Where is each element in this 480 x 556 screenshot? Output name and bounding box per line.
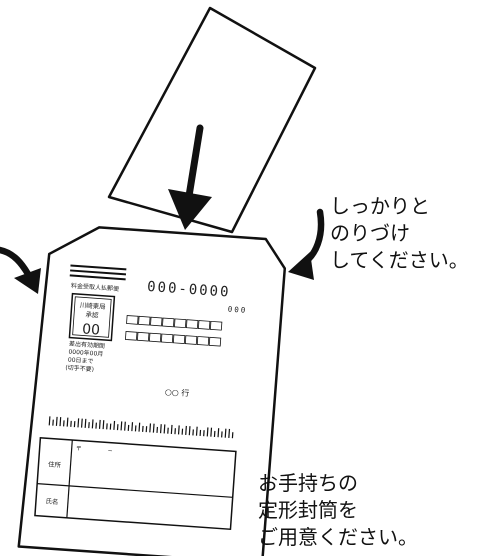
barcode-bar (113, 420, 116, 430)
barcode-bar (59, 417, 62, 427)
envelope-shape (107, 6, 317, 234)
sender-table-divider (37, 483, 233, 498)
sub-code: 000 (227, 305, 247, 315)
post-office: 川崎東局 (79, 300, 106, 311)
seal-arrow-right (288, 208, 325, 280)
address-box-row (126, 315, 223, 331)
barcode-bar (170, 424, 173, 434)
barcode-bar (228, 428, 231, 438)
barcode-bar (84, 418, 87, 428)
barcode-bar (138, 422, 141, 432)
barcode-bar (195, 426, 198, 436)
envelope-instruction-line: ご用意ください。 (258, 525, 418, 549)
envelope-instruction-line: 定形封筒を (258, 498, 358, 522)
barcode-bar (217, 428, 220, 438)
barcode-bar (66, 417, 69, 427)
barcode-bar (91, 419, 94, 429)
barcode-bar (124, 421, 126, 431)
zip-dash: − (107, 448, 113, 455)
approval-number: 00 (82, 321, 101, 338)
validity-line-1: 差出有効期間 (69, 340, 105, 350)
reply-card: 料金受取人払郵便 川崎東局 承認 00 差出有効期間 0000年00月 00日ま… (17, 226, 287, 556)
reply-card-outline (17, 226, 287, 556)
barcode-bar (163, 424, 166, 434)
address-label: 住所 (48, 459, 62, 469)
seal-instruction-line: してください。 (330, 248, 469, 272)
barcode-bar (149, 423, 152, 433)
envelope-instruction-line: お手持ちの (258, 471, 358, 495)
zip-mark: 〒 (75, 445, 81, 452)
postage-rule (70, 269, 127, 276)
barcode-bar (102, 420, 105, 430)
barcode-bar (131, 422, 134, 432)
name-label: 氏名 (45, 496, 59, 506)
sender-table-column (66, 439, 73, 518)
seal-instruction: しっかりと のりづけ してください。 (330, 193, 469, 274)
postal-code: 000-0000 (147, 279, 231, 301)
barcode-bar (48, 416, 51, 426)
seal-arrow-left (0, 246, 41, 294)
postage-rule (69, 274, 126, 281)
barcode-bar (177, 425, 180, 435)
barcode-bar (210, 427, 213, 437)
barcode-bar (98, 419, 101, 429)
recipient: ○○ 行 (165, 386, 190, 398)
customer-barcode (48, 416, 234, 439)
insert-arrow (168, 124, 212, 230)
postage-label: 料金受取人払郵便 (71, 282, 119, 293)
postage-rule (70, 264, 127, 271)
validity-line-4: (切手不要) (65, 363, 94, 373)
barcode-bar (152, 423, 155, 433)
validity-line-3: 00日まで (68, 357, 94, 366)
barcode-bar (206, 427, 209, 437)
barcode-bar (77, 418, 80, 428)
approval-text: 承認 (85, 310, 99, 320)
barcode-bar (80, 418, 83, 428)
sender-table (34, 436, 237, 531)
barcode-bar (120, 421, 123, 431)
address-box-row (125, 331, 222, 347)
barcode-bar (55, 416, 58, 426)
seal-instruction-line: しっかりと (330, 194, 430, 218)
validity-line-2: 0000年00月 (68, 348, 103, 358)
barcode-bar (185, 425, 187, 435)
barcode-bar (188, 426, 191, 436)
approval-inner-box (72, 296, 112, 338)
seal-instruction-line: のりづけ (330, 221, 410, 245)
envelope-instruction: お手持ちの 定形封筒を ご用意ください。 (258, 470, 418, 551)
barcode-bar (159, 424, 162, 434)
approval-box (68, 292, 116, 342)
barcode-bar (224, 428, 227, 438)
